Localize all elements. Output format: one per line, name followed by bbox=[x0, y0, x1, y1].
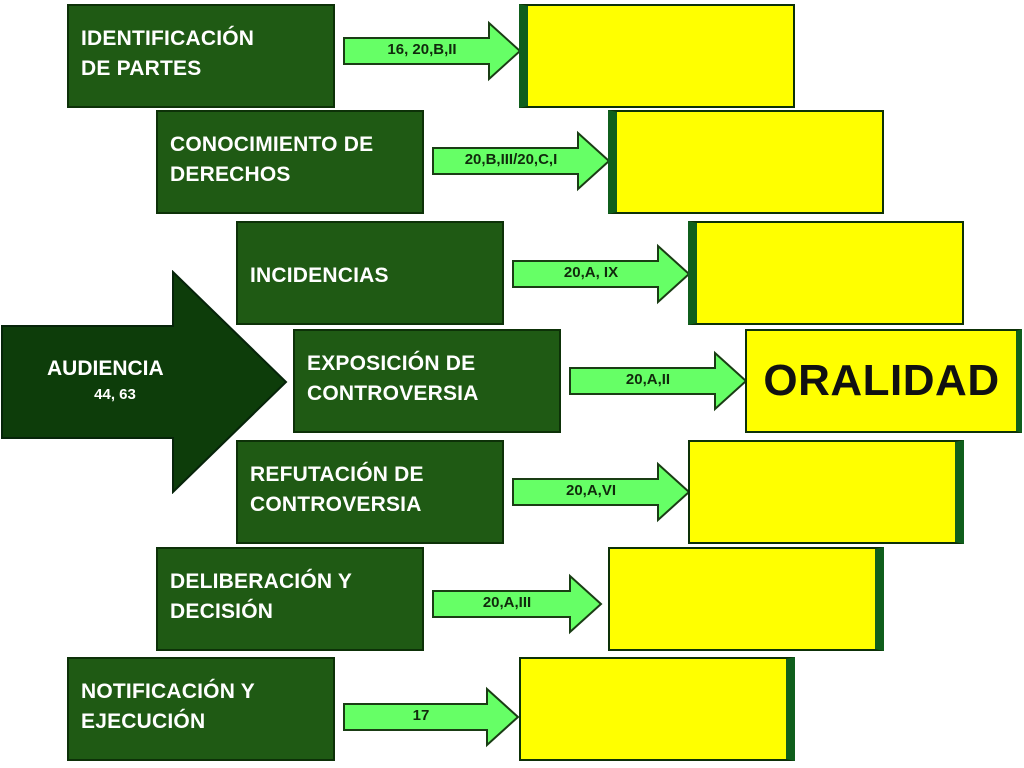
reference-label: 20,A, IX bbox=[563, 264, 619, 281]
audiencia-arrow bbox=[0, 269, 290, 495]
result-box bbox=[688, 440, 964, 544]
reference-arrow: 20,A, IX bbox=[512, 243, 691, 305]
reference-arrow: 20,A,III bbox=[432, 573, 603, 635]
reference-label: 20,A,II bbox=[625, 371, 671, 388]
reference-label: 17 bbox=[412, 707, 430, 724]
stage-conocimiento-de-derechos: CONOCIMIENTO DE DERECHOS bbox=[156, 110, 424, 214]
stage-incidencias: INCIDENCIAS bbox=[236, 221, 504, 325]
reference-label: 20,B,III/20,C,I bbox=[464, 151, 558, 168]
reference-arrow: 17 bbox=[343, 686, 520, 748]
result-box bbox=[688, 221, 964, 325]
reference-label: 20,A,III bbox=[482, 594, 532, 611]
result-box bbox=[608, 110, 884, 214]
stage-deliberacion-y-decision: DELIBERACIÓN Y DECISIÓN bbox=[156, 547, 424, 651]
reference-arrow: 20,A,VI bbox=[512, 461, 691, 523]
stage-exposicion-de-controversia: EXPOSICIÓN DE CONTROVERSIA bbox=[293, 329, 561, 433]
stage-identificacion-de-partes: IDENTIFICACIÓN DE PARTES bbox=[67, 4, 335, 108]
reference-arrow: 20,B,III/20,C,I bbox=[432, 130, 611, 192]
audiencia-articles: 44, 63 bbox=[94, 386, 136, 403]
oralidad-box: ORALIDAD bbox=[745, 329, 1022, 433]
oralidad-label: ORALIDAD bbox=[763, 356, 1000, 405]
stage-refutacion-de-controversia: REFUTACIÓN DE CONTROVERSIA bbox=[236, 440, 504, 544]
result-box bbox=[519, 657, 795, 761]
result-box bbox=[608, 547, 884, 651]
reference-label: 16, 20,B,II bbox=[387, 41, 457, 58]
reference-label: 20,A,VI bbox=[565, 482, 617, 499]
result-box bbox=[519, 4, 795, 108]
reference-arrow: 20,A,II bbox=[569, 350, 748, 412]
reference-arrow: 16, 20,B,II bbox=[343, 20, 522, 82]
audiencia-title: AUDIENCIA bbox=[47, 357, 164, 380]
stage-notificacion-y-ejecucion: NOTIFICACIÓN Y EJECUCIÓN bbox=[67, 657, 335, 761]
